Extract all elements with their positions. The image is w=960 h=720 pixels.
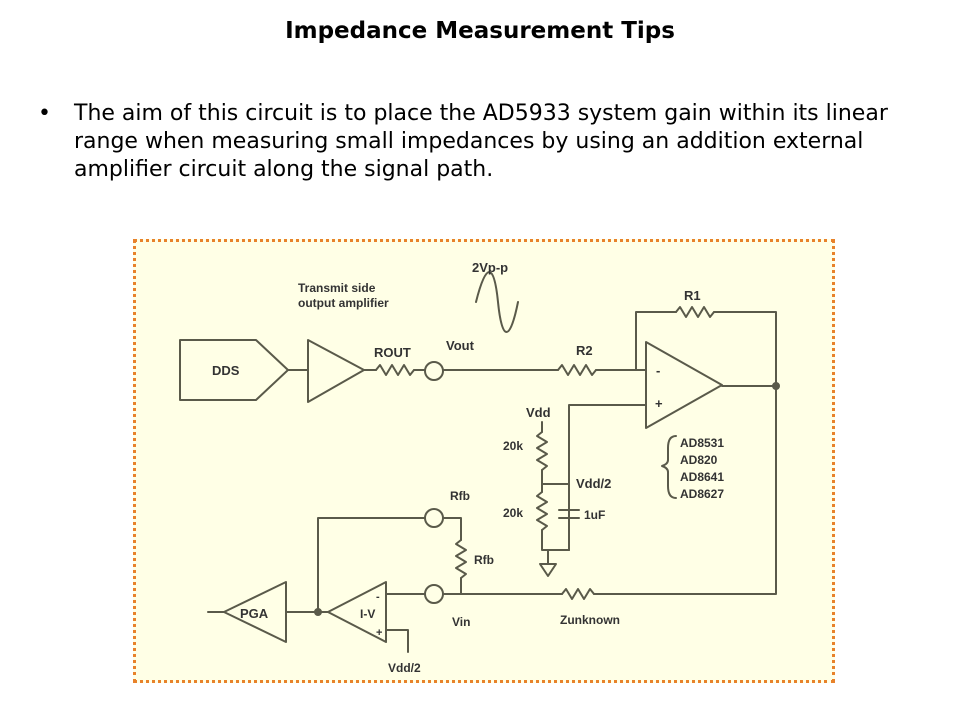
r-bottom-label: 20k [503,506,523,520]
vin-terminal [424,584,444,604]
r2-label: R2 [576,343,593,358]
dds-label: DDS [212,363,240,378]
zunknown-label: Zunknown [560,613,620,627]
r1-label: R1 [684,288,701,303]
opamp-part-2: AD820 [680,453,718,467]
amplitude-label: 2Vp-p [472,260,508,275]
cap-label: 1uF [584,508,605,522]
iv-label: I-V [360,607,375,621]
vdd-half-label: Vdd/2 [576,476,611,491]
rfb-node [424,508,444,528]
rfb-resistor [455,539,467,579]
slide-title: Impedance Measurement Tips [285,18,675,44]
bullet-dot: • [38,101,51,126]
rfb-node-label: Rfb [450,489,470,503]
vout-label: Vout [446,338,475,353]
vout-terminal [424,361,444,381]
bullet-text: The aim of this circuit is to place the … [74,101,888,182]
rfb-resistor-label: Rfb [474,553,494,567]
iv-amplifier [327,581,387,643]
iv-minus-label: - [376,591,380,603]
opamp-minus-label: - [656,363,660,378]
opamp-part-4: AD8627 [680,487,724,501]
opamp-plus-label: + [655,396,663,411]
r2-resistor [557,364,597,376]
iv-plus-label: + [376,627,382,639]
rout-label: ROUT [374,345,411,360]
r1-resistor [675,306,715,318]
zunknown-resistor [561,588,595,600]
circuit-schematic: DDS Transmit side output amplifier ROUT … [179,260,780,675]
pga-block [223,581,287,643]
opamp [645,341,723,429]
rout-resistor [375,364,415,376]
tx-label-line2: output amplifier [298,296,389,310]
pga-label: PGA [240,606,269,621]
iv-ref-label: Vdd/2 [388,661,421,675]
opamp-part-1: AD8531 [680,436,724,450]
sine-wave-icon [475,271,519,333]
dds-block [179,339,289,401]
r-top-label: 20k [503,439,523,453]
r-bottom-resistor [536,491,548,531]
r-top-resistor [536,431,548,471]
ground-symbol [539,563,557,577]
output-junction-dot [772,382,780,390]
opamp-list-brace [661,435,677,499]
tx-amplifier [307,339,365,403]
vdd-label: Vdd [526,405,551,420]
tx-label-line1: Transmit side [298,281,376,295]
circuit-diagram-frame: DDS Transmit side output amplifier ROUT … [133,239,835,683]
vin-label: Vin [452,615,470,629]
opamp-part-3: AD8641 [680,470,724,484]
